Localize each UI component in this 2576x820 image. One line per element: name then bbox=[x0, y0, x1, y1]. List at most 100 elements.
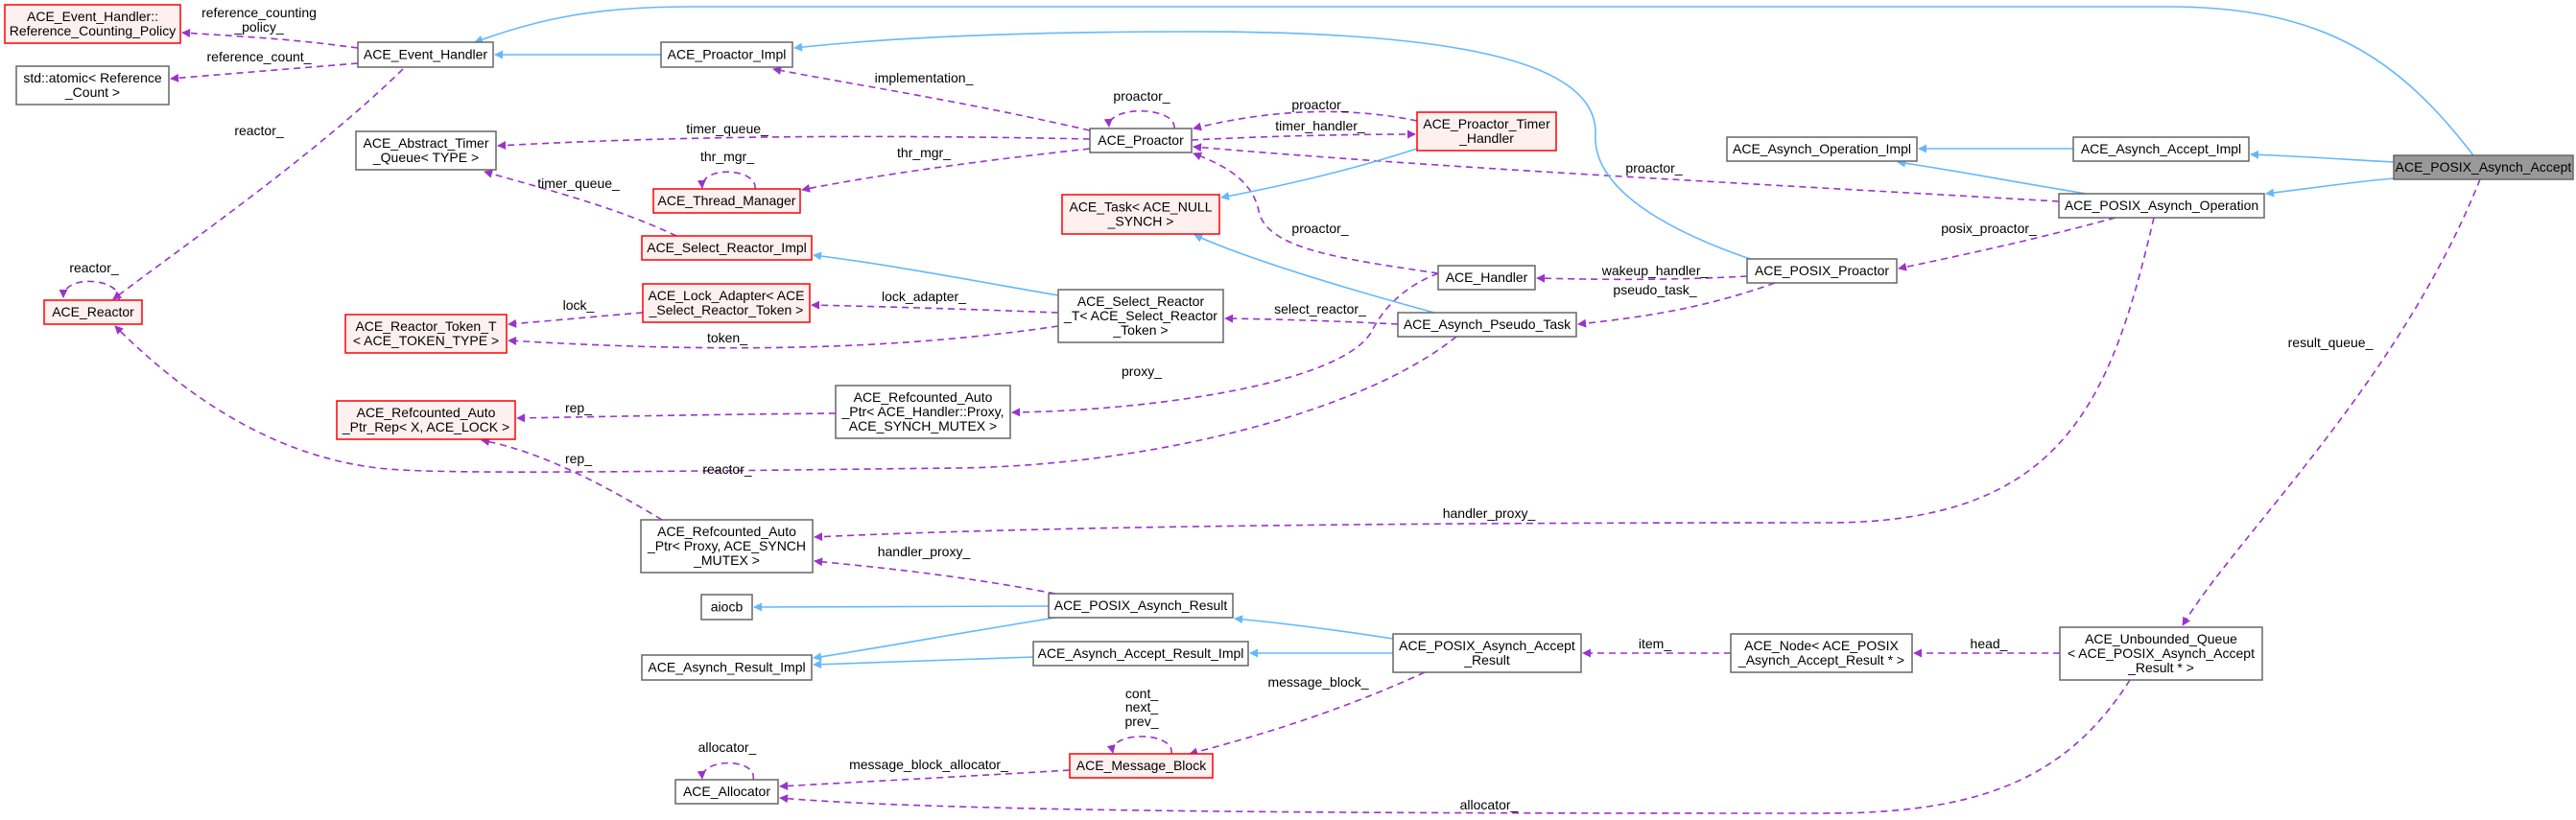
class-node-asynch-operation-impl[interactable]: ACE_Asynch_Operation_Impl bbox=[1726, 136, 1918, 162]
node-label: _Result bbox=[1463, 652, 1510, 668]
node-label: _Ptr< ACE_Handler::Proxy, bbox=[841, 404, 1004, 419]
class-node-asynch-accept-impl[interactable]: ACE_Asynch_Accept_Impl bbox=[2072, 136, 2250, 162]
class-node-abstract-timer[interactable]: ACE_Abstract_Timer_Queue< TYPE > bbox=[355, 130, 497, 171]
usage-edge-e-pseudo bbox=[1577, 282, 1776, 328]
usage-edge-e-lock-adapter bbox=[811, 300, 1059, 314]
usage-edge-e-posix-proactor bbox=[1898, 217, 2116, 271]
usage-edge-e-select-reactor bbox=[1224, 314, 1399, 325]
class-node-posix-result[interactable]: ACE_POSIX_Asynch_Result bbox=[1048, 593, 1234, 619]
class-node-thread-manager[interactable]: ACE_Thread_Manager bbox=[652, 188, 801, 214]
edge-label: timer_handler_ bbox=[1275, 118, 1365, 133]
inheritance-edge-i-par-result bbox=[1234, 615, 1394, 640]
node-box bbox=[2059, 626, 2263, 681]
edge-label: reactor_ bbox=[702, 461, 752, 477]
class-node-posix-asynch-operation[interactable]: ACE_POSIX_Asynch_Operation bbox=[2058, 193, 2265, 219]
node-box bbox=[1397, 312, 1577, 338]
inheritance-edge-i-accept-posixop bbox=[2265, 177, 2395, 198]
edge-label: cont_ bbox=[1125, 686, 1158, 701]
node-label: ACE_POSIX_Asynch_Operation bbox=[2065, 198, 2258, 213]
node-box bbox=[1730, 633, 1913, 673]
usage-edge-e-eh-reactor bbox=[112, 68, 404, 300]
edge-label: reactor_ bbox=[69, 260, 119, 275]
node-box bbox=[1057, 289, 1224, 343]
class-node-proactor-timer-handler[interactable]: ACE_Proactor_Timer_Handler bbox=[1416, 111, 1557, 152]
edge-labels-layer: reference_counting_policy_reference_coun… bbox=[69, 5, 2373, 812]
node-box bbox=[700, 594, 753, 621]
node-box bbox=[1089, 128, 1193, 153]
inheritance-edge-i-accept-eh bbox=[474, 6, 2474, 156]
edge-label: timer_queue_ bbox=[537, 176, 620, 191]
node-label: Reference_Counting_Policy bbox=[10, 23, 177, 38]
class-node-lock-adapter[interactable]: ACE_Lock_Adapter< ACE_Select_Reactor_Tok… bbox=[642, 283, 811, 323]
inheritance-edge-i-accept-acceptimpl bbox=[2250, 150, 2395, 163]
usage-edge-e-proxy bbox=[1011, 272, 1439, 417]
class-node-proactor[interactable]: ACE_Proactor bbox=[1089, 128, 1193, 153]
class-node-event-handler[interactable]: ACE_Event_Handler bbox=[357, 41, 494, 68]
node-box bbox=[1746, 258, 1898, 284]
class-node-posix-asynch-accept[interactable]: ACE_POSIX_Asynch_Accept bbox=[2393, 154, 2574, 180]
node-box bbox=[660, 41, 793, 68]
class-node-handler[interactable]: ACE_Handler bbox=[1437, 265, 1536, 291]
node-label: ACE_SYNCH_MUTEX > bbox=[849, 418, 997, 433]
class-node-atomic[interactable]: std::atomic< Reference_Count > bbox=[15, 65, 170, 105]
usage-edge-e-pro-timer bbox=[497, 135, 1091, 151]
class-node-select-reactor-t[interactable]: ACE_Select_Reactor_T< ACE_Select_Reactor… bbox=[1057, 289, 1224, 343]
class-node-posix-accept-result[interactable]: ACE_POSIX_Asynch_Accept_Result bbox=[1392, 633, 1582, 673]
class-node-allocator[interactable]: ACE_Allocator bbox=[674, 779, 779, 805]
class-node-posix-proactor[interactable]: ACE_POSIX_Proactor bbox=[1746, 258, 1898, 284]
class-node-aiocb[interactable]: aiocb bbox=[700, 594, 753, 621]
node-box bbox=[15, 65, 170, 105]
edge-label: proactor_ bbox=[1113, 88, 1170, 104]
edge-label: item_ bbox=[1639, 636, 1671, 651]
class-node-proactor-impl[interactable]: ACE_Proactor_Impl bbox=[660, 41, 793, 68]
node-label: _Queue< TYPE > bbox=[372, 150, 479, 165]
inheritance-edge-i-srt-sri bbox=[813, 251, 1059, 296]
node-box bbox=[1726, 136, 1918, 162]
edge-label: message_block_ bbox=[1267, 674, 1368, 690]
edge-label: lock_adapter_ bbox=[882, 289, 966, 304]
usage-edge-e-th-pro bbox=[1193, 110, 1418, 131]
edge-label: reference_counting bbox=[201, 5, 317, 20]
class-node-asynch-result-impl[interactable]: ACE_Asynch_Result_Impl bbox=[641, 654, 813, 681]
class-node-task-null[interactable]: ACE_Task< ACE_NULL_SYNCH > bbox=[1061, 194, 1220, 235]
inheritance-edge-i-pt-task bbox=[1193, 234, 1435, 314]
edge-label: select_reactor_ bbox=[1274, 301, 1366, 316]
node-label: ACE_Thread_Manager bbox=[658, 193, 796, 208]
usage-edge-e-timer-handler bbox=[1191, 129, 1416, 141]
usage-edge-e-alloc-self bbox=[697, 761, 754, 781]
class-node-ace-node[interactable]: ACE_Node< ACE_POSIX_Asynch_Accept_Result… bbox=[1730, 633, 1913, 673]
node-label: ACE_Unbounded_Queue bbox=[2085, 631, 2237, 646]
class-node-unbounded-queue[interactable]: ACE_Unbounded_Queue< ACE_POSIX_Asynch_Ac… bbox=[2059, 626, 2263, 681]
edge-label: result_queue_ bbox=[2288, 335, 2374, 350]
edge-label: next_ bbox=[1125, 699, 1158, 715]
class-node-select-reactor-impl[interactable]: ACE_Select_Reactor_Impl bbox=[641, 235, 813, 261]
class-node-rcp[interactable]: ACE_Event_Handler::Reference_Counting_Po… bbox=[4, 4, 181, 44]
usage-edge-e-message-block bbox=[1189, 671, 1426, 757]
node-box bbox=[355, 130, 497, 171]
class-node-ref-ptr-handler[interactable]: ACE_Refcounted_Auto_Ptr< ACE_Handler::Pr… bbox=[835, 385, 1011, 439]
node-box bbox=[1048, 593, 1234, 619]
edge-label: reference_count_ bbox=[207, 49, 312, 64]
usage-edge-e-sri-timer bbox=[484, 169, 677, 237]
node-label: ACE_POSIX_Proactor bbox=[1755, 263, 1889, 278]
usage-edge-e-rep2 bbox=[481, 437, 663, 521]
node-label: _Ptr_Rep< X, ACE_LOCK > bbox=[342, 419, 509, 434]
class-node-reactor[interactable]: ACE_Reactor bbox=[43, 299, 143, 325]
usage-edge-e-handler-proxy2 bbox=[814, 557, 1056, 595]
edge-label: lock_ bbox=[563, 297, 595, 313]
class-node-ref-ptr-proxy[interactable]: ACE_Refcounted_Auto_Ptr< Proxy, ACE_SYNC… bbox=[640, 519, 814, 574]
node-label: ACE_Reactor bbox=[52, 304, 134, 319]
usage-edge-e-reactor-self bbox=[59, 280, 120, 301]
class-node-reactor-token[interactable]: ACE_Reactor_Token_T< ACE_TOKEN_TYPE > bbox=[344, 314, 508, 354]
class-node-ref-rep[interactable]: ACE_Refcounted_Auto_Ptr_Rep< X, ACE_LOCK… bbox=[336, 400, 516, 440]
edge-label: proactor_ bbox=[1291, 221, 1348, 236]
usage-edge-e-pro-thr bbox=[801, 148, 1091, 193]
class-node-pseudo-task[interactable]: ACE_Asynch_Pseudo_Task bbox=[1397, 312, 1577, 338]
class-node-accept-result-impl[interactable]: ACE_Asynch_Accept_Result_Impl bbox=[1032, 641, 1249, 667]
inheritance-edge-i-arimpl-resimpl bbox=[813, 656, 1034, 669]
class-node-message-block[interactable]: ACE_Message_Block bbox=[1069, 753, 1214, 779]
node-label: ACE_Select_Reactor_Impl bbox=[647, 240, 807, 255]
node-label: ACE_Refcounted_Auto bbox=[357, 405, 496, 420]
node-label: ACE_POSIX_Asynch_Result bbox=[1054, 597, 1228, 613]
edge-label: handler_proxy_ bbox=[878, 544, 971, 559]
